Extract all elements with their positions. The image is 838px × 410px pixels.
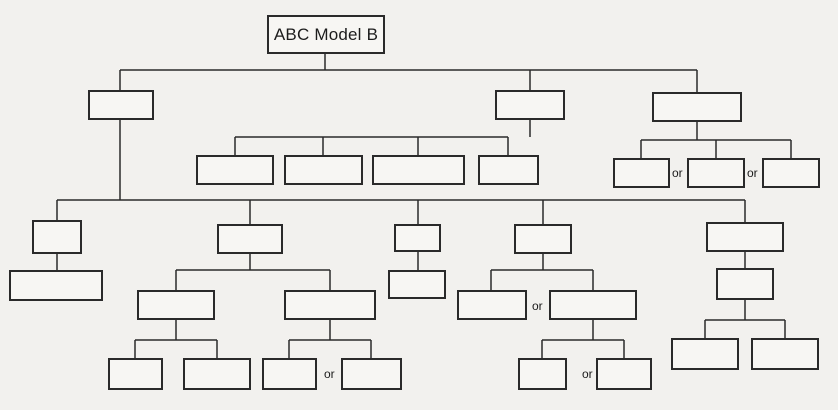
right-child-box-2 bbox=[687, 158, 745, 188]
middle-child-box-3 bbox=[372, 155, 465, 185]
third-tier-box-5 bbox=[716, 268, 774, 300]
leaf-box-2 bbox=[183, 358, 251, 390]
right-child-box-1 bbox=[613, 158, 670, 188]
or-label: or bbox=[324, 367, 335, 381]
or-label: or bbox=[747, 166, 758, 180]
root-label: ABC Model B bbox=[273, 24, 379, 44]
third-tier-box-3 bbox=[388, 270, 446, 299]
third-tier-box-4b bbox=[549, 290, 637, 320]
second-tier-box-3 bbox=[394, 224, 441, 252]
leaf-box-1 bbox=[108, 358, 163, 390]
second-tier-box-5 bbox=[706, 222, 784, 252]
leaf-box-7 bbox=[671, 338, 739, 370]
leaf-box-4 bbox=[341, 358, 402, 390]
second-tier-box-1 bbox=[32, 220, 82, 254]
or-label: or bbox=[582, 367, 593, 381]
third-tier-box-2a bbox=[137, 290, 215, 320]
or-label: or bbox=[532, 299, 543, 313]
or-label: or bbox=[672, 166, 683, 180]
root-box: ABC Model B bbox=[267, 15, 385, 54]
second-tier-box-4 bbox=[514, 224, 572, 254]
branch-box-right bbox=[652, 92, 742, 122]
branch-box-middle bbox=[495, 90, 565, 120]
second-tier-box-2 bbox=[217, 224, 283, 254]
middle-child-box-4 bbox=[478, 155, 539, 185]
leaf-box-3 bbox=[262, 358, 317, 390]
right-child-box-3 bbox=[762, 158, 820, 188]
leaf-box-8 bbox=[751, 338, 819, 370]
middle-child-box-2 bbox=[284, 155, 363, 185]
leaf-box-5 bbox=[518, 358, 567, 390]
third-tier-box-2b bbox=[284, 290, 376, 320]
third-tier-box-4a bbox=[457, 290, 527, 320]
leaf-box-6 bbox=[596, 358, 652, 390]
branch-box-left bbox=[88, 90, 154, 120]
third-tier-box-1 bbox=[9, 270, 103, 301]
middle-child-box-1 bbox=[196, 155, 274, 185]
